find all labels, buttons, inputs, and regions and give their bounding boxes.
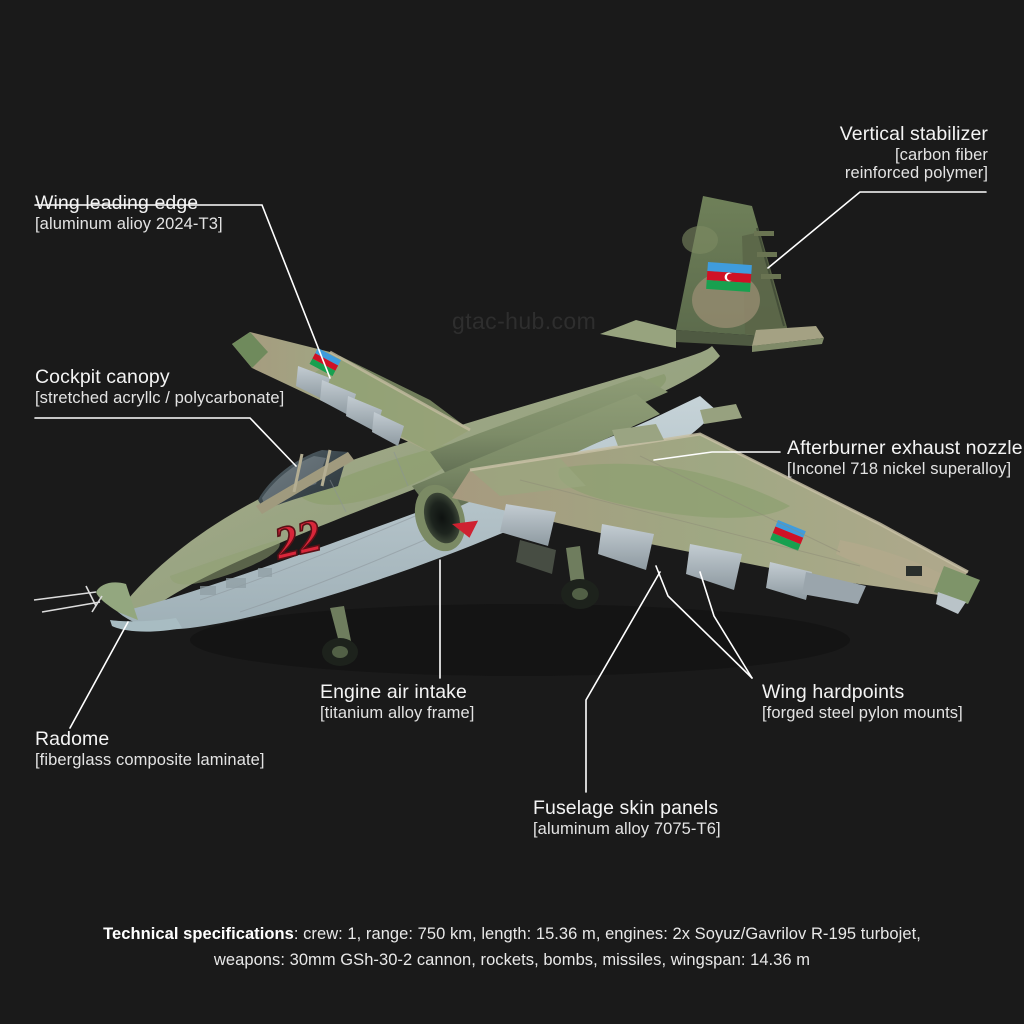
callout-material: [carbon fiber bbox=[894, 145, 988, 164]
callout-vertical-stabilizer: Vertical stabilizer [carbon fiber reinfo… bbox=[839, 123, 988, 183]
vertical-stabilizer-part bbox=[676, 196, 790, 348]
horizontal-stabilizer bbox=[600, 320, 824, 352]
callout-wing-leading-edge: Wing leading edge [aluminum alioy 2024-T… bbox=[35, 192, 223, 233]
technical-specifications: Technical specifications: crew: 1, range… bbox=[0, 922, 1024, 973]
specs-line2: weapons: 30mm GSh-30-2 cannon, rockets, … bbox=[213, 950, 811, 969]
callout-material: [forged steel pylon mounts] bbox=[762, 703, 963, 722]
specs-label: Technical specifications bbox=[103, 925, 294, 943]
callout-radome: Radome [fiberglass composite laminate] bbox=[35, 728, 265, 769]
warning-chevron bbox=[452, 520, 479, 538]
callout-wing-hardpoints: Wing hardpoints [forged steel pylon moun… bbox=[762, 681, 963, 722]
callout-engine-air-intake: Engine air intake [titanium alloy frame] bbox=[320, 681, 475, 722]
callout-material: [titanium alloy frame] bbox=[320, 703, 475, 722]
afterburner-exhaust-nozzle-part bbox=[414, 484, 466, 552]
callout-material: [aluminum alioy 2024-T3] bbox=[35, 214, 223, 233]
callout-cockpit-canopy: Cockpit canopy [stretched acryllc / poly… bbox=[35, 366, 285, 407]
azerbaijan-flag-tail bbox=[706, 262, 752, 293]
callout-title: Cockpit canopy bbox=[35, 366, 170, 388]
callout-material-line2: reinforced polymer] bbox=[844, 164, 988, 183]
callout-title: Wing hardpoints bbox=[762, 681, 905, 703]
callout-title: Engine air intake bbox=[320, 681, 467, 703]
callout-material: [fiberglass composite laminate] bbox=[35, 750, 265, 769]
callout-title: Fuselage skin panels bbox=[533, 797, 719, 819]
callout-title: Vertical stabilizer bbox=[839, 123, 988, 145]
callout-title: Wing leading edge bbox=[35, 192, 199, 214]
callout-material: [stretched acryllc / polycarbonate] bbox=[35, 388, 285, 407]
left-wing-pylons bbox=[296, 366, 404, 446]
cockpit-canopy-part bbox=[256, 449, 354, 514]
callout-title: Radome bbox=[35, 728, 110, 750]
callout-material: [Inconel 718 nickel superalloy] bbox=[787, 459, 1012, 478]
right-wing bbox=[452, 404, 980, 614]
right-wing-pylons bbox=[500, 504, 866, 604]
watermark: gtac-hub.com bbox=[452, 308, 597, 334]
callout-material: [aluminum alloy 7075-T6] bbox=[533, 819, 721, 838]
callout-fuselage-skin-panels: Fuselage skin panels [aluminum alloy 707… bbox=[533, 797, 721, 838]
callout-title: Afterburner exhaust nozzle bbox=[787, 437, 1023, 459]
specs-line1: : crew: 1, range: 750 km, length: 15.36 … bbox=[293, 925, 921, 943]
pitot-probe bbox=[33, 585, 103, 613]
callout-afterburner-exhaust-nozzle: Afterburner exhaust nozzle [Inconel 718 … bbox=[787, 437, 1023, 478]
